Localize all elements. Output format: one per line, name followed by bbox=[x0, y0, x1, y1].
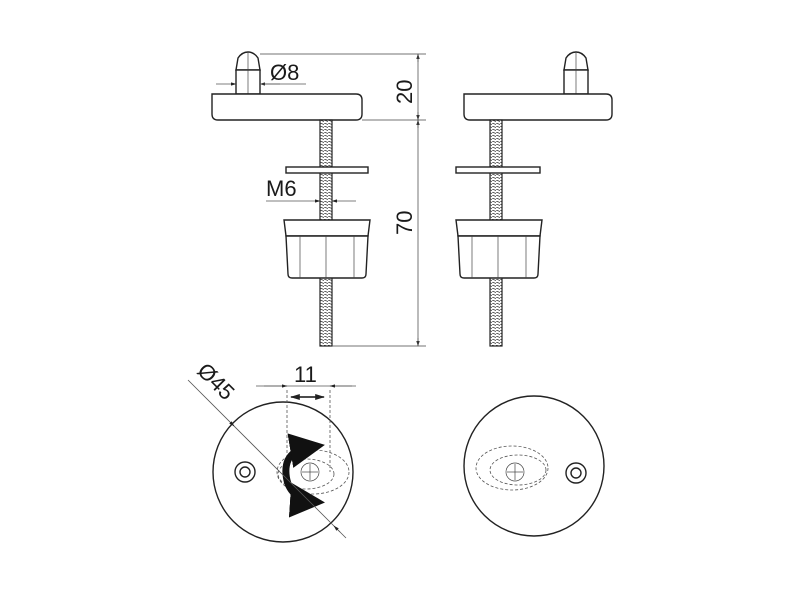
cap-right bbox=[463, 93, 613, 121]
top-view-left bbox=[212, 390, 354, 543]
label-pin-diameter: Ø8 bbox=[270, 60, 299, 85]
label-bolt-length: 70 bbox=[392, 211, 417, 235]
dim-vertical: 20 70 bbox=[260, 53, 426, 347]
nut-left bbox=[283, 219, 371, 279]
base-circle-right bbox=[463, 395, 605, 537]
cap-left bbox=[211, 93, 363, 121]
dim-slot-offset: 11 bbox=[256, 362, 356, 400]
pin-right bbox=[563, 51, 589, 96]
washer-right bbox=[455, 166, 541, 174]
label-base-diameter: Ø45 bbox=[192, 358, 239, 405]
top-view-right bbox=[463, 395, 605, 537]
dim-pin-diameter: Ø8 bbox=[216, 60, 306, 86]
screw-head-right bbox=[505, 462, 525, 482]
pin-left bbox=[235, 51, 261, 96]
dim-thread: M6 bbox=[266, 176, 356, 203]
washer-left bbox=[285, 166, 369, 174]
side-view-right bbox=[455, 51, 613, 347]
side-view-left bbox=[211, 51, 371, 347]
label-thread: M6 bbox=[266, 176, 297, 201]
label-slot-offset: 11 bbox=[294, 362, 317, 387]
nut-right bbox=[455, 219, 543, 279]
screw-head-left bbox=[300, 462, 320, 482]
label-head-height: 20 bbox=[392, 80, 417, 104]
